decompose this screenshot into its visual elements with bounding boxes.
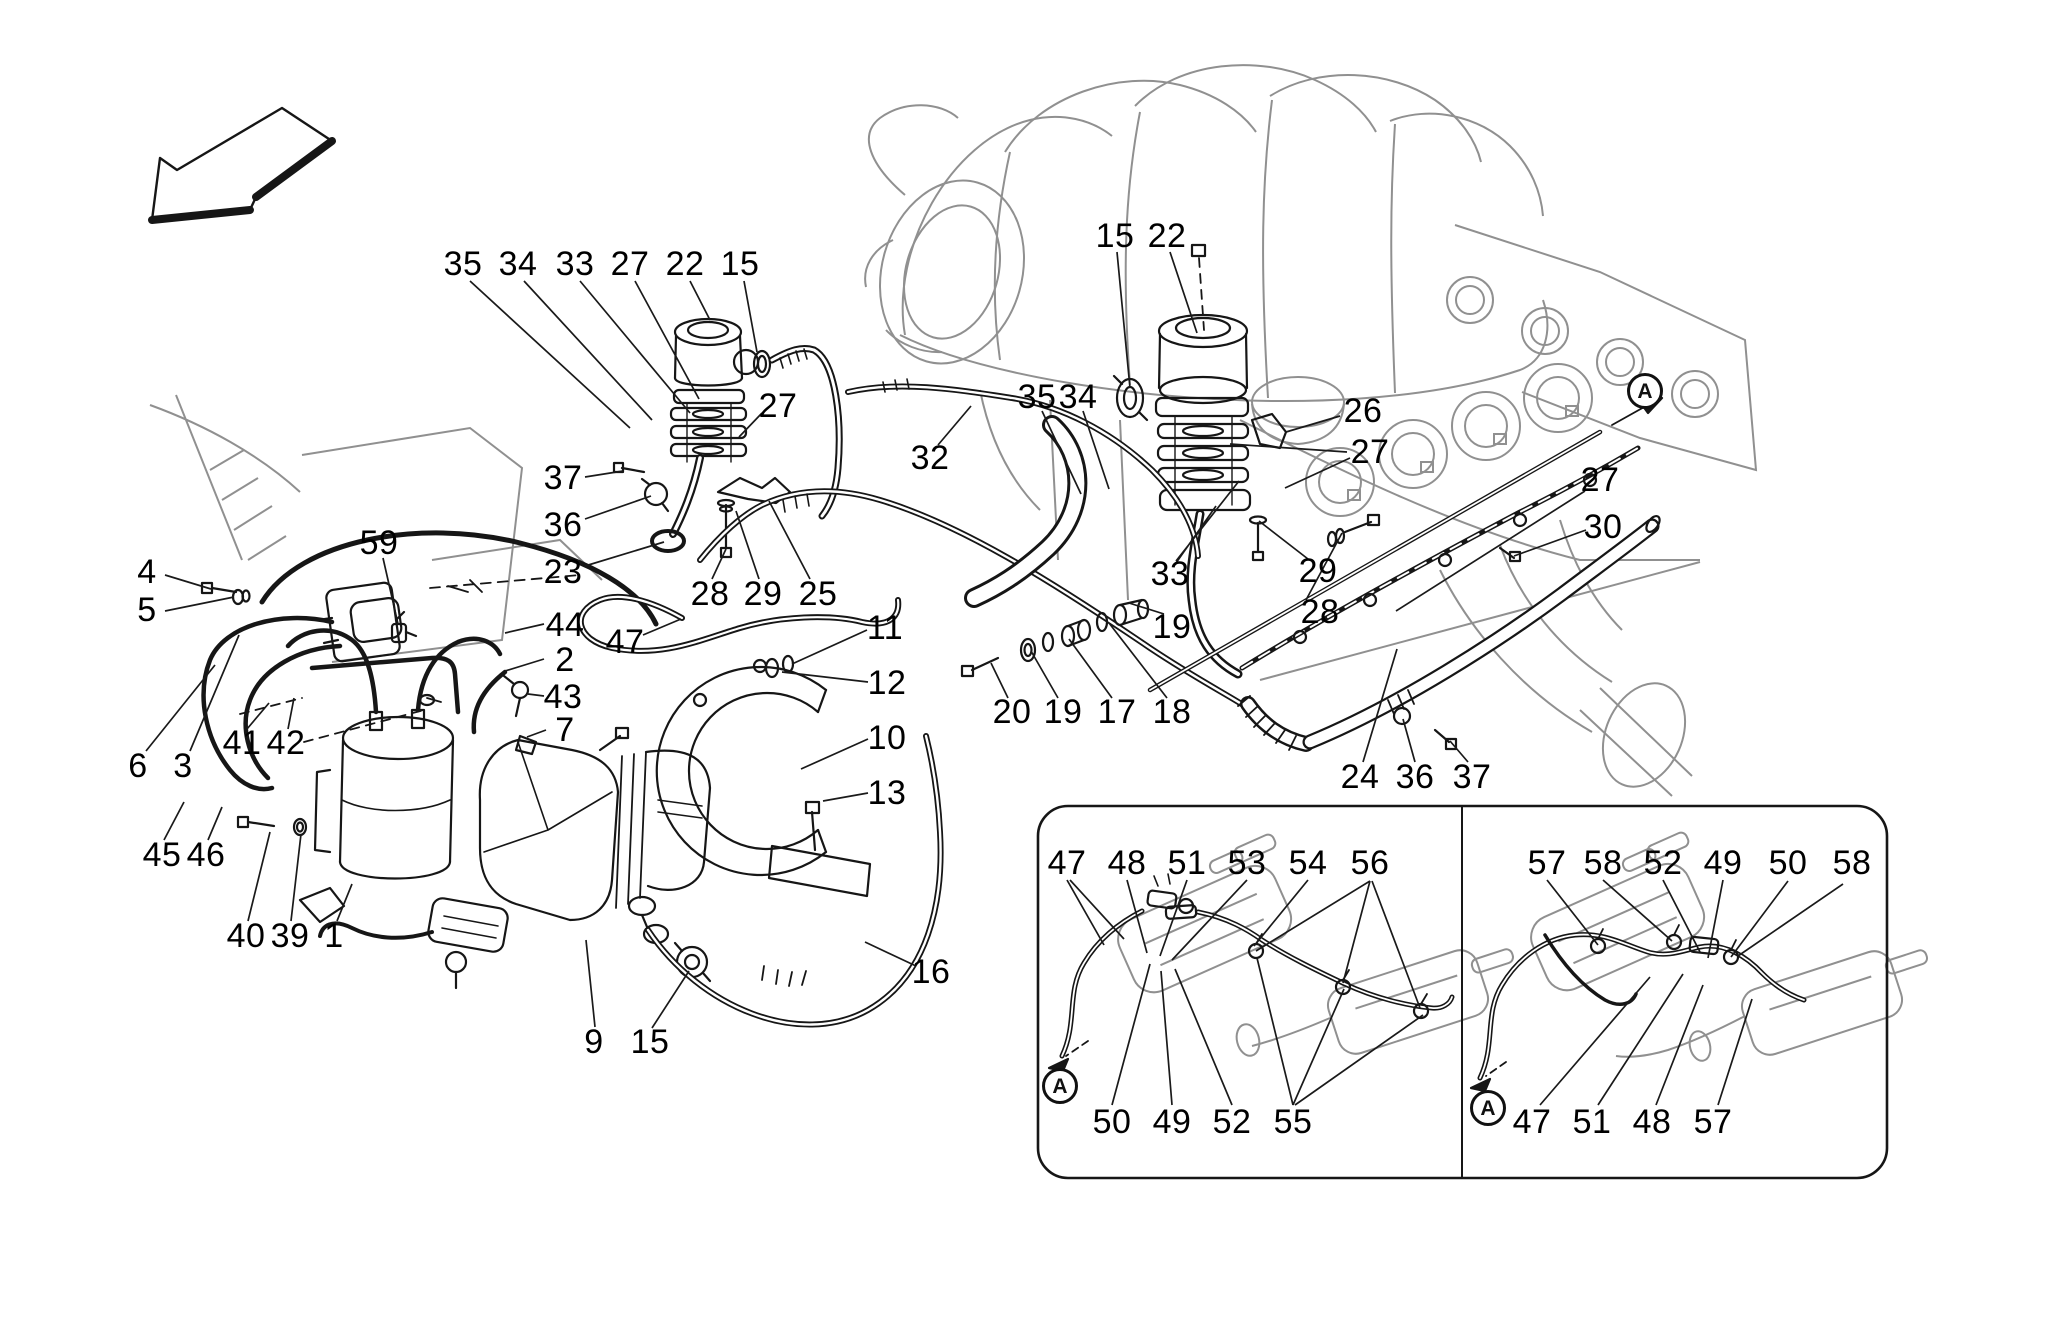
inset-right-part-number-label: 57 — [1693, 1103, 1733, 1141]
inset-box — [1036, 804, 1889, 1180]
view-direction-marker: A — [1627, 373, 1663, 409]
inset-left-part-number-label: 49 — [1152, 1103, 1192, 1141]
inset-right-pipes — [1469, 924, 1807, 1093]
part-number-label: 23 — [543, 553, 583, 591]
part-number-label: 7 — [555, 711, 575, 749]
inset-left-part-number-label: 55 — [1273, 1103, 1313, 1141]
inset-right-part-number-label: 49 — [1703, 844, 1743, 882]
part-number-label: 45 — [142, 836, 182, 874]
part-number-label: 30 — [1583, 508, 1623, 546]
wiring-connector — [298, 886, 509, 990]
part-number-label: 24 — [1340, 758, 1380, 796]
part-number-label: 13 — [867, 774, 907, 812]
inset-right-part-number-label: 50 — [1768, 844, 1808, 882]
part-number-label: 10 — [867, 719, 907, 757]
secondary-air-pump — [478, 726, 944, 1028]
dark-parts — [148, 106, 1889, 1180]
part-number-label: 40 — [226, 917, 266, 955]
inset-left-part-number-label: 48 — [1107, 844, 1147, 882]
solenoid-valve-assembly — [200, 579, 538, 756]
part-number-label: 5 — [137, 591, 157, 629]
vapor-canister — [236, 628, 509, 990]
inset-left-part-number-label: 47 — [1047, 844, 1087, 882]
part-number-label: 19 — [1152, 608, 1192, 646]
part-number-label: 59 — [359, 524, 399, 562]
pump-bracket — [655, 654, 872, 898]
part-number-label: 9 — [584, 1023, 604, 1061]
part-number-label: 18 — [1152, 693, 1192, 731]
part-number-label: 37 — [543, 459, 583, 497]
part-number-label: 22 — [1147, 217, 1187, 255]
part-number-label: 26 — [1343, 392, 1383, 430]
vacuum-hoses — [201, 530, 902, 792]
part-number-label: 37 — [1452, 758, 1492, 796]
part-number-label: 33 — [1150, 555, 1190, 593]
part-number-label: 3 — [173, 747, 193, 785]
inset-right-part-number-label: 51 — [1572, 1103, 1612, 1141]
inset-left-part-number-label: 54 — [1288, 844, 1328, 882]
part-number-label: 25 — [798, 575, 838, 613]
inset-right-part-number-label: 47 — [1512, 1103, 1552, 1141]
inset-left-part-number-label: 51 — [1167, 844, 1207, 882]
inset-left-part-number-label: 52 — [1212, 1103, 1252, 1141]
part-number-label: 29 — [743, 575, 783, 613]
part-number-label: 29 — [1298, 552, 1338, 590]
part-number-label: 27 — [758, 387, 798, 425]
part-number-label: 2 — [555, 641, 575, 679]
engine-sketch — [149, 64, 1929, 1062]
part-number-label: 17 — [1097, 693, 1137, 731]
part-number-label: 34 — [1058, 378, 1098, 416]
inset-left-part-number-label: 56 — [1350, 844, 1390, 882]
part-number-label: 39 — [270, 917, 310, 955]
part-number-label: 46 — [186, 836, 226, 874]
part-number-label: 6 — [128, 747, 148, 785]
part-number-label: 27 — [1350, 433, 1390, 471]
inset-right-part-number-label: 58 — [1583, 844, 1623, 882]
inset-right-part-number-label: 57 — [1527, 844, 1567, 882]
view-direction-marker: A — [1470, 1090, 1506, 1126]
inset-right-part-number-label: 58 — [1832, 844, 1872, 882]
part-number-label: 32 — [910, 439, 950, 477]
part-number-label: 33 — [555, 245, 595, 283]
part-number-label: 42 — [266, 724, 306, 762]
part-number-label: 12 — [867, 664, 907, 702]
part-number-label: 4 — [137, 553, 157, 591]
inset-left-part-number-label: 50 — [1092, 1103, 1132, 1141]
part-number-label: 27 — [610, 245, 650, 283]
part-number-label: 15 — [1095, 217, 1135, 255]
part-number-label: 1 — [324, 917, 344, 955]
part-number-label: 35 — [443, 245, 483, 283]
part-number-label: 47 — [605, 623, 645, 661]
inset-right-part-number-label: 52 — [1643, 844, 1683, 882]
direction-arrow-icon — [148, 106, 336, 224]
part-number-label: 15 — [720, 245, 760, 283]
part-number-label: 44 — [545, 606, 585, 644]
part-number-label: 41 — [222, 724, 262, 762]
leader-lines — [145, 251, 1844, 1106]
part-number-label: 11 — [866, 609, 904, 647]
view-direction-marker: A — [1042, 1068, 1078, 1104]
part-number-label: 43 — [543, 678, 583, 716]
gasket-stack-right — [1156, 422, 1252, 512]
air-check-valve-left — [612, 317, 843, 559]
part-number-label: 34 — [498, 245, 538, 283]
part-number-label: 19 — [1043, 693, 1083, 731]
part-number-label: 36 — [1395, 758, 1435, 796]
part-number-label: 22 — [665, 245, 705, 283]
part-number-label: 15 — [630, 1023, 670, 1061]
gasket-stack-left — [669, 406, 748, 458]
part-number-label: 16 — [911, 953, 951, 991]
part-number-label: 36 — [543, 506, 583, 544]
inset-right-part-number-label: 48 — [1632, 1103, 1672, 1141]
inset-left-part-number-label: 53 — [1227, 844, 1267, 882]
part-number-label: 28 — [1300, 593, 1340, 631]
part-number-label: 35 — [1017, 378, 1057, 416]
part-number-label: 28 — [690, 575, 730, 613]
part-number-label: 27 — [1580, 461, 1620, 499]
part-number-label: 20 — [992, 693, 1032, 731]
